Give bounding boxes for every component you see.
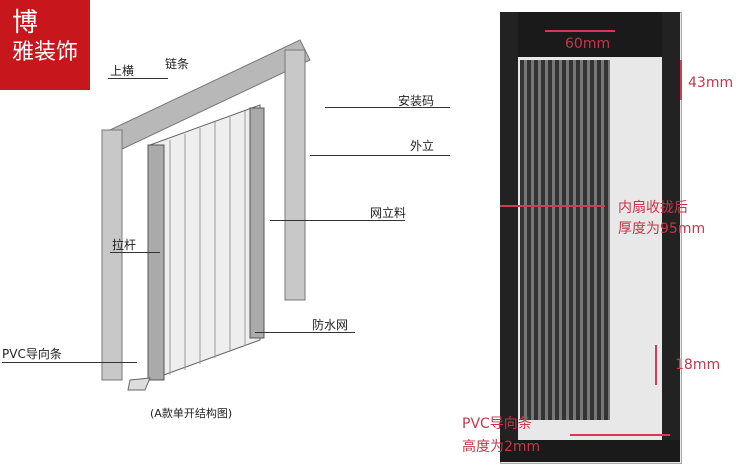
logo-char: 博	[12, 8, 39, 38]
dim-top-width: 60mm	[565, 36, 611, 52]
pvc-label-1: PVC导向条	[462, 416, 532, 432]
bottom-rail	[500, 440, 680, 462]
logo-text: 雅装饰	[12, 40, 79, 65]
dim-thickness-2: 厚度为95mm	[618, 221, 706, 237]
label-install-code: 安装码	[398, 94, 435, 108]
door-frame-drawing	[101, 39, 311, 391]
label-top-rail: 上横	[110, 64, 135, 78]
label-pull-bar: 拉杆	[112, 238, 137, 252]
label-outer-post: 外立	[410, 139, 435, 153]
label-chain: 链条	[165, 57, 190, 71]
label-pvc-guide: PVC导向条	[2, 347, 62, 361]
top-header	[500, 12, 680, 57]
right-post	[662, 12, 680, 462]
dim-thickness-1: 内扇收拢后	[618, 200, 688, 216]
label-waterproof-mesh: 防水网	[312, 318, 349, 332]
pvc-label-2: 高度为2mm	[462, 439, 541, 455]
brand-logo: 博 雅装饰	[0, 0, 90, 90]
dim-bottom-height: 18mm	[675, 357, 721, 373]
dim-top-height: 43mm	[688, 75, 734, 91]
pleated-mesh	[520, 60, 610, 420]
left-post	[500, 12, 518, 462]
label-mesh-post: 网立料	[370, 206, 407, 220]
diagram-caption: (A款单开结构图)	[150, 407, 233, 420]
